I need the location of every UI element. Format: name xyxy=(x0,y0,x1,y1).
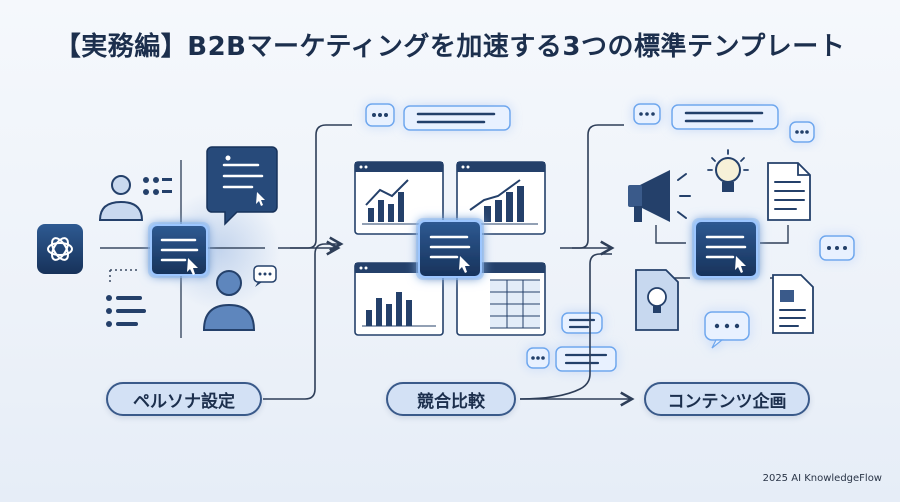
connector-line xyxy=(109,269,140,282)
competitor-section xyxy=(354,103,617,372)
stage-label-content: コンテンツ企画 xyxy=(644,382,810,416)
chart-window xyxy=(456,161,546,235)
connector-line xyxy=(655,225,789,244)
flow-connector xyxy=(560,124,624,249)
person-icon xyxy=(98,175,144,221)
document-icon xyxy=(767,162,811,221)
flow-arrow xyxy=(263,236,344,400)
persona-section xyxy=(37,146,278,338)
template-node-icon xyxy=(416,218,484,280)
stage-label-competitor: 競合比較 xyxy=(386,382,516,416)
flow-connector xyxy=(278,124,352,249)
chart-window xyxy=(354,262,444,336)
chart-window xyxy=(354,161,444,235)
lightbulb-document-icon xyxy=(635,269,679,331)
stage-label-text: コンテンツ企画 xyxy=(667,391,787,412)
document-icon xyxy=(772,274,814,334)
glowing-chat-bubble xyxy=(671,104,779,130)
speech-bubble-icon xyxy=(253,265,277,287)
content-section xyxy=(628,103,855,349)
glowing-chat-bubble xyxy=(555,346,617,372)
stage-label-text: 競合比較 xyxy=(417,391,485,412)
glowing-chat-bubble xyxy=(633,103,661,125)
stage-label-persona: ペルソナ設定 xyxy=(106,382,262,416)
list-icon xyxy=(106,295,146,327)
table-window xyxy=(456,262,546,336)
person-icon xyxy=(202,270,256,331)
copyright-footer: 2025 AI KnowledgeFlow xyxy=(762,473,882,484)
template-node-icon xyxy=(692,218,760,280)
megaphone-icon xyxy=(628,170,691,222)
glowing-chat-bubble xyxy=(561,312,603,334)
chat-document-icon xyxy=(206,146,278,226)
options-list-icon xyxy=(143,177,172,195)
stage-label-text: ペルソナ設定 xyxy=(133,391,235,412)
glowing-chat-bubble xyxy=(403,105,511,131)
glowing-chat-bubble xyxy=(789,121,815,143)
glowing-chat-bubble xyxy=(819,235,855,261)
flow-connector xyxy=(519,253,612,400)
page-title: 【実務編】B2Bマーケティングを加速する3つの標準テンプレート xyxy=(54,32,846,62)
template-node-icon xyxy=(148,222,210,278)
glowing-chat-bubble xyxy=(526,347,550,369)
glowing-chat-bubble xyxy=(365,103,395,127)
ai-logo-icon xyxy=(37,224,83,274)
lightbulb-icon xyxy=(707,149,749,192)
glowing-chat-bubble xyxy=(704,311,750,349)
background-haze xyxy=(160,190,280,310)
